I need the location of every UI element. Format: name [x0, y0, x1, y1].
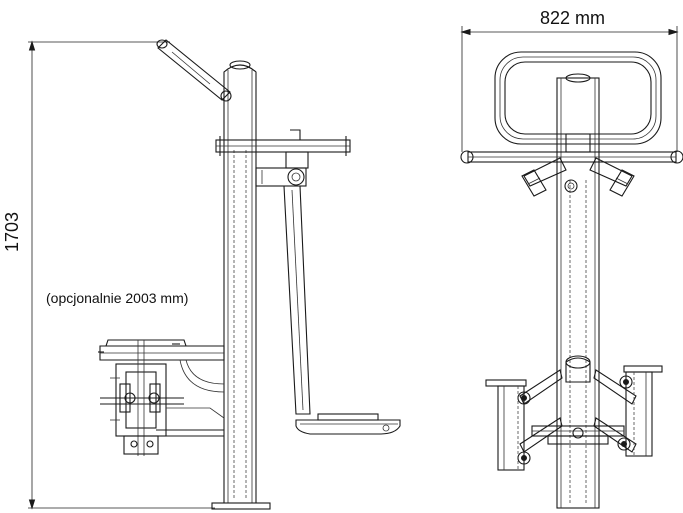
main-post	[211, 60, 271, 510]
seat-assembly	[98, 339, 225, 393]
foot-platform	[295, 413, 401, 435]
swing-arm	[283, 185, 311, 415]
loop-handle	[494, 51, 662, 145]
side-crossbar	[215, 129, 351, 169]
top-handle	[156, 39, 232, 102]
width-dimension-line	[460, 26, 679, 152]
side-view	[28, 39, 401, 510]
width-dimension-label: 822 mm	[540, 8, 606, 28]
front-right-pedal	[617, 365, 663, 457]
optional-height-note: (opcjonalnie 2003 mm)	[46, 290, 189, 306]
front-center-clamp	[531, 425, 625, 445]
height-dimension-label: 1703	[2, 211, 22, 252]
height-dimension-line	[28, 40, 215, 510]
front-view	[460, 26, 683, 509]
front-pivot	[521, 157, 635, 197]
side-mechanism	[100, 340, 225, 456]
front-left-pedal	[485, 379, 531, 471]
pivot-bracket	[255, 167, 307, 187]
front-crossbar	[460, 133, 683, 164]
